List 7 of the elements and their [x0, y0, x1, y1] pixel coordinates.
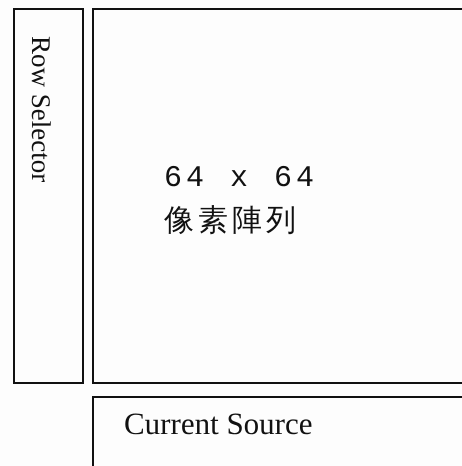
box-label: Current Source — [124, 406, 313, 442]
vertical-label: Row Selector — [25, 36, 56, 182]
array-box — [92, 8, 462, 384]
source-box — [92, 396, 462, 466]
box-label: 64 x 64 — [164, 162, 318, 196]
selector-box — [13, 8, 84, 384]
box-label: 像素陣列 — [164, 204, 300, 241]
